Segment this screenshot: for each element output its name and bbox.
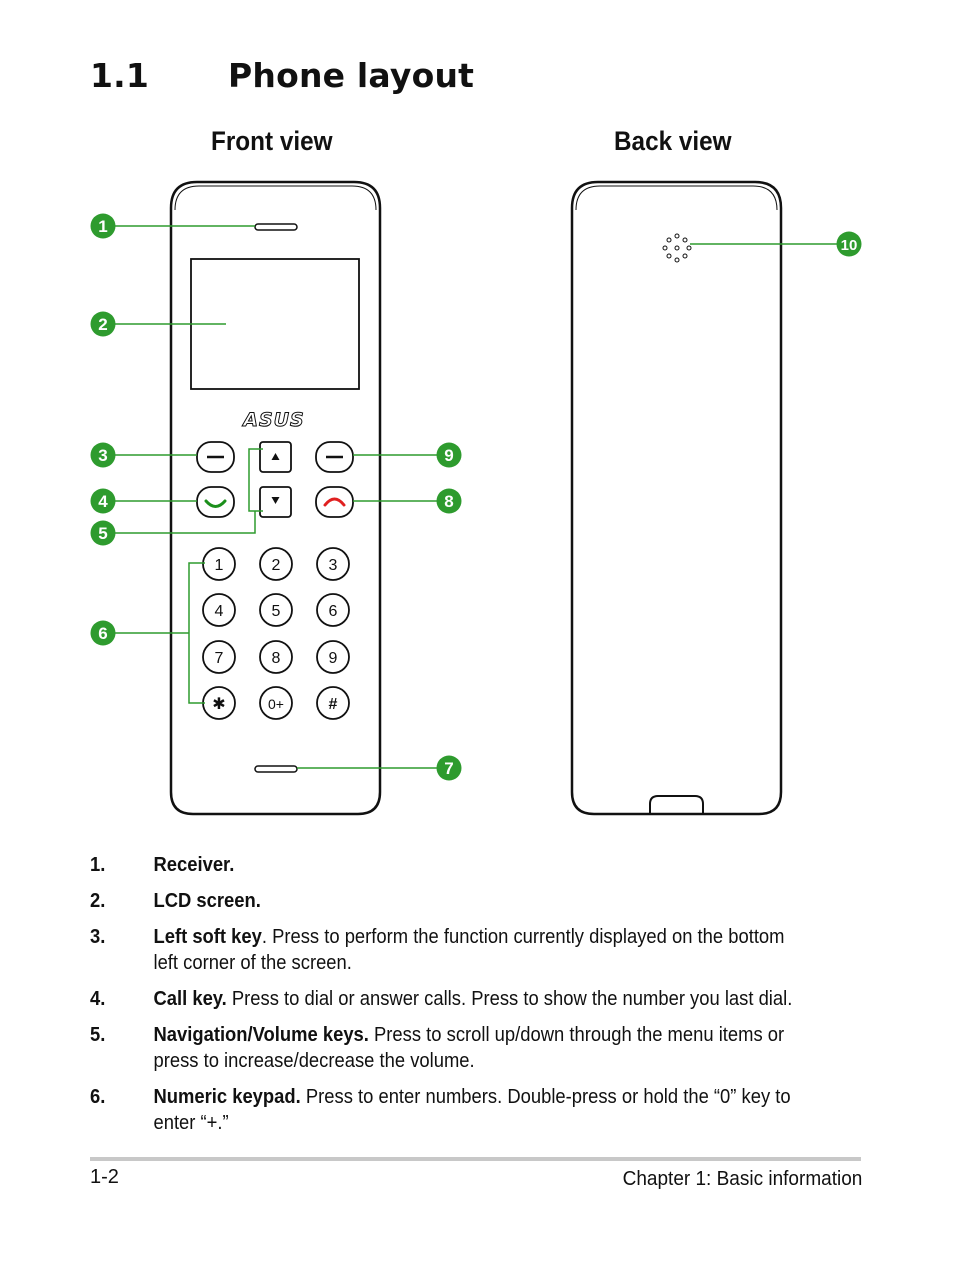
callout-3: 3	[90, 442, 116, 468]
key-8[interactable]: 8	[259, 640, 293, 674]
svg-text:9: 9	[329, 650, 338, 667]
front-phone: ASUS 1	[169, 180, 382, 816]
key-3[interactable]: 3	[316, 547, 350, 581]
call-key[interactable]	[196, 486, 235, 518]
footer-divider	[90, 1157, 861, 1161]
svg-text:6: 6	[329, 603, 338, 620]
svg-text:8: 8	[444, 492, 453, 511]
svg-text:3: 3	[329, 557, 338, 574]
key-2[interactable]: 2	[259, 547, 293, 581]
handset-green-icon	[204, 499, 227, 508]
left-soft-key[interactable]	[196, 441, 235, 473]
arrow-down-icon	[271, 497, 280, 504]
asus-logo: ASUS	[241, 409, 305, 431]
svg-text:8: 8	[272, 650, 281, 667]
key-6[interactable]: 6	[316, 593, 350, 627]
end-key[interactable]	[315, 486, 354, 518]
svg-text:10: 10	[841, 237, 858, 254]
svg-text:7: 7	[444, 759, 453, 778]
list-item: 6.Numeric keypad. Press to enter numbers…	[90, 1086, 791, 1134]
handset-red-icon	[323, 497, 346, 507]
battery-cover-notch	[649, 795, 704, 813]
page-number: 1-2	[90, 1166, 119, 1188]
callout-8: 8	[436, 488, 462, 514]
arrow-up-icon	[271, 453, 280, 460]
svg-text:0+: 0+	[268, 696, 284, 712]
svg-text:5: 5	[272, 603, 281, 620]
component-description-list: 1.Receiver. 2.LCD screen. 3.Left soft ke…	[90, 852, 803, 1146]
back-view-title: Back view	[614, 126, 732, 156]
key-zero-plus[interactable]: 0+	[259, 686, 293, 720]
list-item: 4.Call key. Press to dial or answer call…	[90, 988, 793, 1010]
svg-text:7: 7	[215, 650, 224, 667]
callout-1: 1	[90, 213, 116, 239]
list-item: 5.Navigation/Volume keys. Press to scrol…	[90, 1024, 785, 1072]
key-4[interactable]: 4	[202, 593, 236, 627]
svg-text:#: #	[329, 696, 338, 713]
list-item: 1.Receiver.	[90, 854, 235, 876]
key-7[interactable]: 7	[202, 640, 236, 674]
svg-text:5: 5	[98, 524, 107, 543]
key-hash[interactable]: #	[316, 686, 350, 720]
callout-4: 4	[90, 488, 116, 514]
svg-text:4: 4	[215, 603, 224, 620]
callout-lines	[115, 225, 837, 769]
chapter-title: Chapter 1: Basic information	[622, 1168, 862, 1190]
right-soft-key[interactable]	[315, 441, 354, 473]
nav-down-key[interactable]	[259, 486, 292, 518]
callout-2: 2	[90, 311, 116, 337]
svg-text:3: 3	[98, 446, 107, 465]
section-heading: 1.1 Phone layout	[90, 56, 474, 95]
receiver-slot	[254, 223, 298, 231]
callout-6: 6	[90, 620, 116, 646]
callout-9: 9	[436, 442, 462, 468]
callout-10: 10	[836, 231, 862, 257]
svg-text:1: 1	[98, 217, 107, 236]
key-9[interactable]: 9	[316, 640, 350, 674]
list-item: 3.Left soft key. Press to perform the fu…	[90, 926, 785, 974]
callout-7: 7	[436, 755, 462, 781]
phone-layout-diagram: ASUS 1	[90, 180, 862, 816]
svg-text:2: 2	[98, 315, 107, 334]
svg-text:1: 1	[215, 557, 224, 574]
section-number: 1.1	[90, 56, 150, 95]
front-view-title: Front view	[211, 126, 333, 156]
callout-5: 5	[90, 520, 116, 546]
svg-text:✱: ✱	[212, 696, 225, 713]
numeric-keypad: 1 2 3 4 5 6 7 8 9 ✱ 0+ #	[202, 547, 350, 720]
key-5[interactable]: 5	[259, 593, 293, 627]
svg-text:9: 9	[444, 446, 453, 465]
speaker-holes-icon	[662, 233, 692, 263]
back-phone	[570, 180, 783, 816]
svg-text:4: 4	[98, 492, 108, 511]
microphone-slot	[254, 765, 298, 773]
svg-text:2: 2	[272, 557, 281, 574]
nav-up-key[interactable]	[259, 441, 292, 473]
svg-text:6: 6	[98, 624, 107, 643]
list-item: 2.LCD screen.	[90, 890, 261, 912]
key-star[interactable]: ✱	[202, 686, 236, 720]
section-title: Phone layout	[228, 56, 475, 95]
key-1[interactable]: 1	[202, 547, 236, 581]
